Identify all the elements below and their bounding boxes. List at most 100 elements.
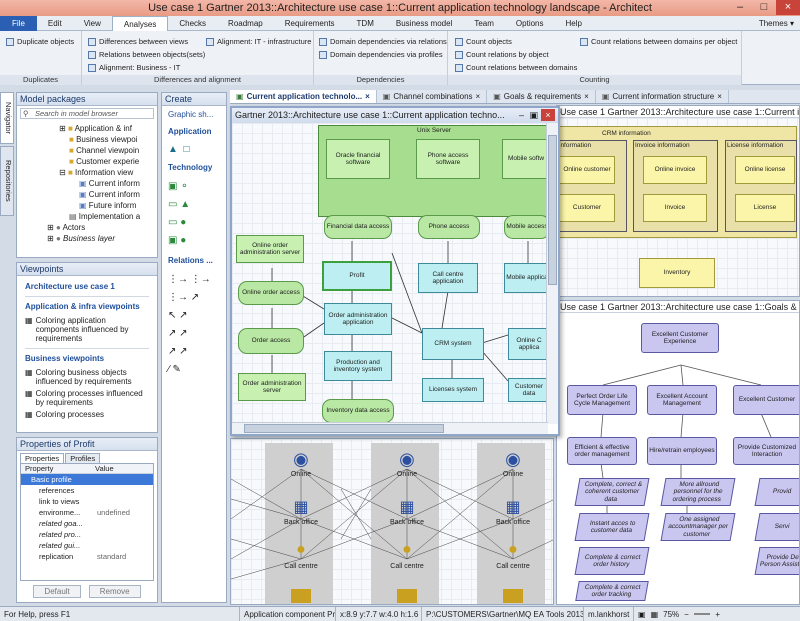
path-icon[interactable]: ● <box>180 217 187 228</box>
requirement-node[interactable]: Complete & correct order history <box>574 547 650 575</box>
duplicate-objects-button[interactable]: Duplicate objects <box>6 37 74 46</box>
window-minimize-icon[interactable]: – <box>518 110 524 120</box>
realization-icon[interactable]: ↗ <box>179 310 188 321</box>
requirement-node[interactable]: Complete, correct & coherent customer da… <box>574 478 650 506</box>
menu-analyses[interactable]: Analyses <box>111 15 169 31</box>
menu-business-model[interactable]: Business model <box>395 18 453 28</box>
menu-edit[interactable]: Edit <box>47 18 62 28</box>
viewpoint-section[interactable]: Business viewpoints <box>25 354 105 363</box>
close-icon[interactable]: × <box>776 0 800 15</box>
window-close-icon[interactable]: × <box>541 109 555 121</box>
tree-item[interactable]: ▣ Future inform <box>17 200 157 211</box>
requirement-node[interactable]: Provid <box>754 478 799 506</box>
app-node[interactable]: Order access <box>238 328 304 354</box>
app-node[interactable]: Customer data <box>508 378 548 402</box>
minimize-icon[interactable]: – <box>736 1 744 13</box>
tab-current-application[interactable]: ▣Current application technolo...× <box>230 90 377 103</box>
property-row[interactable]: link to views <box>21 496 153 507</box>
grid-icon[interactable]: ▦ <box>650 609 659 619</box>
property-row[interactable]: related goa... <box>21 518 153 529</box>
tree-item[interactable]: ⊞ ● Business layer <box>47 234 116 243</box>
property-row[interactable]: related pro... <box>21 529 153 540</box>
horizontal-scrollbar[interactable] <box>232 422 548 434</box>
tab-channel-combinations[interactable]: ▣Channel combinations× <box>377 90 488 103</box>
menu-roadmap[interactable]: Roadmap <box>228 18 263 28</box>
requirement-node[interactable]: Complete & correct order tracking <box>575 581 649 601</box>
themes-menu[interactable]: Themes ▾ <box>758 18 794 28</box>
tree-item[interactable]: ⊞ ■ Application & inf <box>59 124 132 133</box>
requirement-node[interactable]: Provide De Person Assista <box>754 547 799 575</box>
side-tab-navigator[interactable]: Navigator <box>0 92 14 144</box>
app-node[interactable]: Online order administration server <box>236 235 304 263</box>
tree-item[interactable]: ⊟ ■ Information view <box>59 168 134 177</box>
flow-icon[interactable]: ⋮→ <box>190 274 211 285</box>
aggregation-icon[interactable]: ↗ <box>179 328 188 339</box>
interface-icon[interactable]: ⚬ <box>180 181 189 192</box>
relations-between-objects-button[interactable]: Relations between objects(sets) <box>88 50 205 59</box>
goal-node[interactable]: Provide Customized Interaction <box>733 437 799 465</box>
line-icon[interactable]: ∕ <box>168 364 170 375</box>
menu-checks[interactable]: Checks <box>179 18 207 28</box>
maximize-icon[interactable]: □ <box>760 1 768 13</box>
tree-item[interactable]: ⊞ ● Actors <box>47 223 86 232</box>
app-node[interactable]: Inventory data access <box>322 399 394 423</box>
zoom-out-icon[interactable]: − <box>684 609 689 619</box>
vertical-scroll-thumb[interactable] <box>548 135 557 285</box>
app-node[interactable]: Order administration application <box>324 303 392 335</box>
artifact-icon[interactable]: ▭ <box>168 199 178 210</box>
app-node[interactable]: Phone access software <box>416 139 480 179</box>
tree-item[interactable]: ■ Business viewpoi <box>17 134 157 145</box>
network-icon[interactable]: ▭ <box>168 217 178 228</box>
app-node[interactable]: Mobile softw <box>502 139 548 179</box>
tech-service-icon[interactable]: ● <box>180 235 187 246</box>
menu-options[interactable]: Options <box>515 18 544 28</box>
app-node[interactable]: Online order access <box>238 281 304 305</box>
domain-deps-profiles-button[interactable]: Domain dependencies via profiles <box>319 50 443 59</box>
composition-icon[interactable]: ↗ <box>168 328 177 339</box>
zoom-slider[interactable] <box>693 613 711 615</box>
app-node[interactable]: Call centre application <box>418 263 478 293</box>
system-software-icon[interactable]: ▣ <box>168 235 178 246</box>
domain-deps-relations-button[interactable]: Domain dependencies via relations <box>319 37 447 46</box>
goal-node[interactable]: Hire/retrain employees <box>647 437 717 465</box>
window-restore-icon[interactable]: ▣ <box>529 110 538 120</box>
association-icon[interactable]: ⋮→ <box>168 274 188 285</box>
tree-item[interactable]: ▣ Current inform <box>17 189 157 200</box>
app-node[interactable]: Phone access <box>418 215 480 239</box>
app-node[interactable]: Online C applica <box>508 328 548 360</box>
tab-properties[interactable]: Properties <box>20 453 65 463</box>
menu-help[interactable]: Help <box>565 18 582 28</box>
customer-node[interactable]: Customer <box>559 194 615 222</box>
tab-close-icon[interactable]: × <box>584 92 589 101</box>
menu-tdm[interactable]: TDM <box>356 18 374 28</box>
app-node[interactable]: Licenses system <box>422 378 484 402</box>
viewpoint-section[interactable]: Architecture use case 1 <box>25 282 115 291</box>
inventory-node[interactable]: Inventory <box>639 258 715 288</box>
default-button[interactable]: Default <box>33 585 81 598</box>
menu-file[interactable]: File <box>0 15 37 31</box>
requirement-node[interactable]: Servi <box>754 513 799 541</box>
property-row[interactable]: Basic profile <box>21 474 153 485</box>
viewpoint-item[interactable]: ▦Coloring processes <box>25 410 149 419</box>
invoice-node[interactable]: Invoice <box>643 194 707 222</box>
app-node[interactable]: Oracle financial software <box>326 139 390 179</box>
goal-node[interactable]: Excellent Customer <box>733 385 799 415</box>
online-invoice-node[interactable]: Online invoice <box>643 156 707 184</box>
vertical-scrollbar[interactable] <box>546 123 558 424</box>
goal-node[interactable]: Perfect Order Life Cycle Management <box>567 385 637 415</box>
alignment-business-it-button[interactable]: Alignment: Business - IT <box>88 63 180 72</box>
tab-profiles[interactable]: Profiles <box>65 453 101 463</box>
serving-icon[interactable]: ↗ <box>190 292 200 303</box>
device-icon[interactable]: ▲ <box>180 199 191 210</box>
viewpoint-item[interactable]: ▦Coloring business objects influenced by… <box>25 368 149 386</box>
menu-requirements[interactable]: Requirements <box>284 18 335 28</box>
pen-icon[interactable]: ✎ <box>172 364 181 375</box>
tree-item[interactable]: ■ Customer experie <box>17 156 157 167</box>
palette-section-application[interactable]: Application <box>168 127 220 136</box>
palette-section-relations[interactable]: Relations ... <box>168 256 220 265</box>
count-objects-button[interactable]: Count objects <box>455 37 512 46</box>
palette-section-technology[interactable]: Technology <box>168 163 220 172</box>
online-license-node[interactable]: Online license <box>735 156 795 184</box>
tab-goals-requirements[interactable]: ▣Goals & requirements× <box>487 90 596 103</box>
node-icon[interactable]: ▣ <box>168 181 178 192</box>
